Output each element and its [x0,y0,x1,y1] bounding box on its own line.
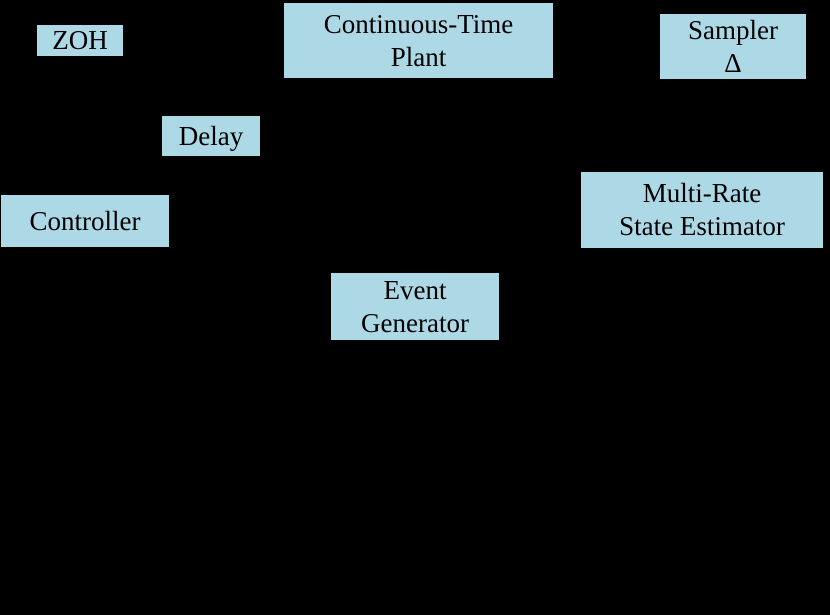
block-controller: Controller [0,194,170,248]
block-event-generator: Event Generator [330,272,500,341]
block-zoh: ZOH [36,24,124,57]
block-continuous-time-plant: Continuous-Time Plant [283,2,554,79]
block-sampler-delta: Sampler Δ [659,13,807,80]
block-delay: Delay [161,115,261,157]
block-multi-rate-state-estimator: Multi-Rate State Estimator [580,171,824,249]
